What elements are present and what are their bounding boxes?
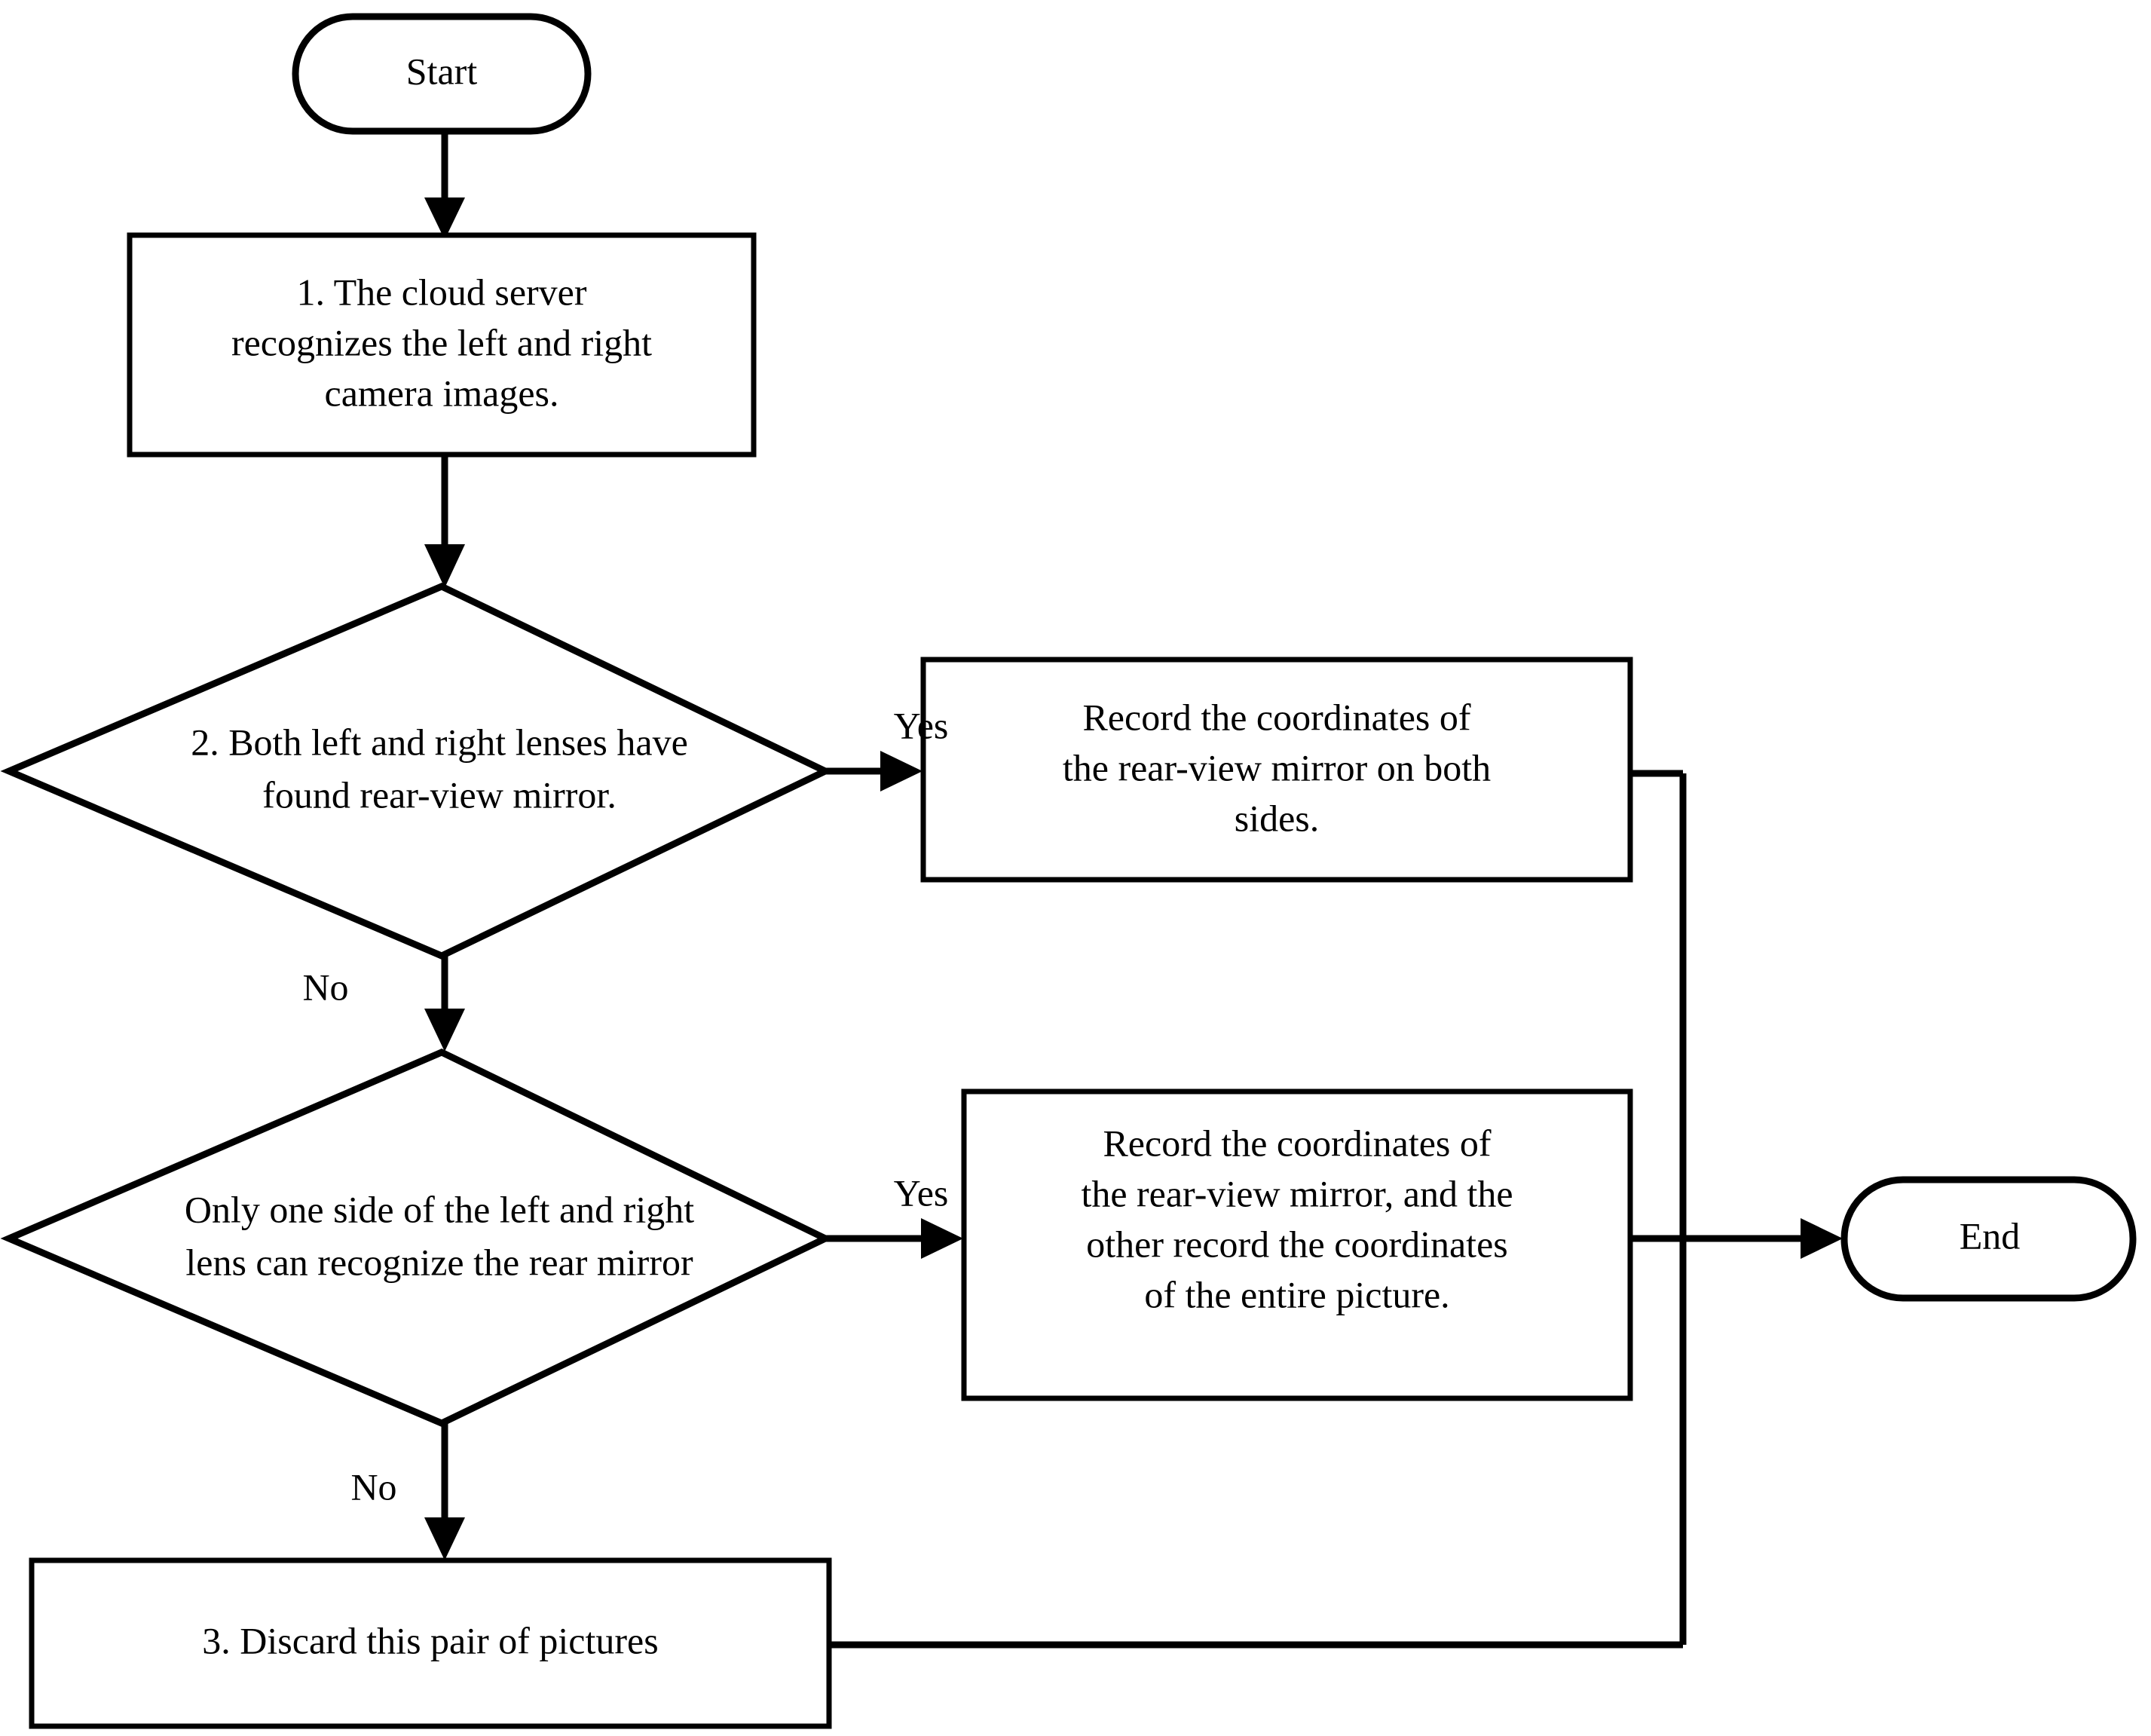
record-one-shape: [961, 1088, 1633, 1401]
edge-decision2-no: [424, 1423, 465, 1560]
edge-label-yes-bottom: Yes: [894, 1171, 949, 1214]
node-decision2[interactable]: Only one side of the left and right lens…: [0, 1049, 834, 1427]
record-one-label-line-2: the rear-view mirror, and the: [1081, 1172, 1513, 1214]
decision1-label-line-2: found rear-view mirror.: [262, 773, 617, 816]
decision1-shape: [0, 583, 834, 960]
arrow-head-icon: [424, 1517, 465, 1560]
record-both-shape: [920, 657, 1633, 883]
node-record-one[interactable]: Record the coordinates of the rear-view …: [961, 1088, 1633, 1401]
arrow-head-icon: [424, 1009, 465, 1052]
node-decision1[interactable]: 2. Both left and right lenses have found…: [0, 583, 834, 960]
edge-label-layer: Yes No Yes No: [302, 704, 948, 1508]
decision1-label-line-1: 2. Both left and right lenses have: [191, 721, 688, 763]
start-label: Start: [406, 50, 478, 92]
connector-layer: [424, 131, 1843, 1649]
discard-label: 3. Discard this pair of pictures: [202, 1619, 658, 1661]
node-record-both[interactable]: Record the coordinates of the rear-view …: [920, 657, 1633, 883]
step1-label-line-3: camera images.: [325, 372, 559, 414]
edge-label-no-top: No: [302, 966, 348, 1008]
decision2-shape: [0, 1049, 834, 1427]
record-one-label-line-1: Record the coordinates of: [1103, 1122, 1491, 1164]
arrow-head-icon: [424, 197, 465, 240]
edge-label-no-bottom: No: [350, 1465, 396, 1508]
edge-decision1-yes: [825, 751, 923, 791]
edge-decision1-no: [424, 956, 465, 1052]
edge-decision2-yes: [825, 1218, 963, 1259]
decision2-label-line-1: Only one side of the left and right: [185, 1188, 694, 1230]
node-discard[interactable]: 3. Discard this pair of pictures: [29, 1557, 832, 1729]
record-one-label-line-4: of the entire picture.: [1144, 1273, 1449, 1315]
step1-shape: [127, 232, 757, 458]
record-both-label-line-1: Record the coordinates of: [1082, 696, 1470, 738]
arrow-head-icon: [1801, 1218, 1843, 1259]
node-start[interactable]: Start: [292, 13, 592, 135]
discard-shape: [29, 1557, 832, 1729]
edge-step1-to-decision1: [424, 455, 465, 588]
record-both-label-line-3: sides.: [1235, 797, 1320, 839]
step1-label-line-1: 1. The cloud server: [296, 271, 586, 313]
end-label: End: [1960, 1214, 2021, 1257]
step1-label-line-2: recognizes the left and right: [231, 321, 652, 363]
edge-record-one-to-end: [1630, 1218, 1843, 1259]
start-shape: [292, 13, 592, 135]
node-end[interactable]: End: [1840, 1176, 2137, 1302]
edge-label-yes-top: Yes: [894, 704, 949, 746]
record-both-label-line-2: the rear-view mirror on both: [1063, 746, 1491, 788]
arrow-head-icon: [880, 751, 923, 791]
record-one-label-line-3: other record the coordinates: [1086, 1223, 1507, 1265]
node-step1[interactable]: 1. The cloud server recognizes the left …: [127, 232, 757, 458]
end-shape: [1840, 1176, 2137, 1302]
edge-start-to-step1: [424, 131, 465, 240]
arrow-head-icon: [424, 544, 465, 588]
arrow-head-icon: [921, 1218, 963, 1259]
decision2-label-line-2: lens can recognize the rear mirror: [185, 1241, 693, 1283]
